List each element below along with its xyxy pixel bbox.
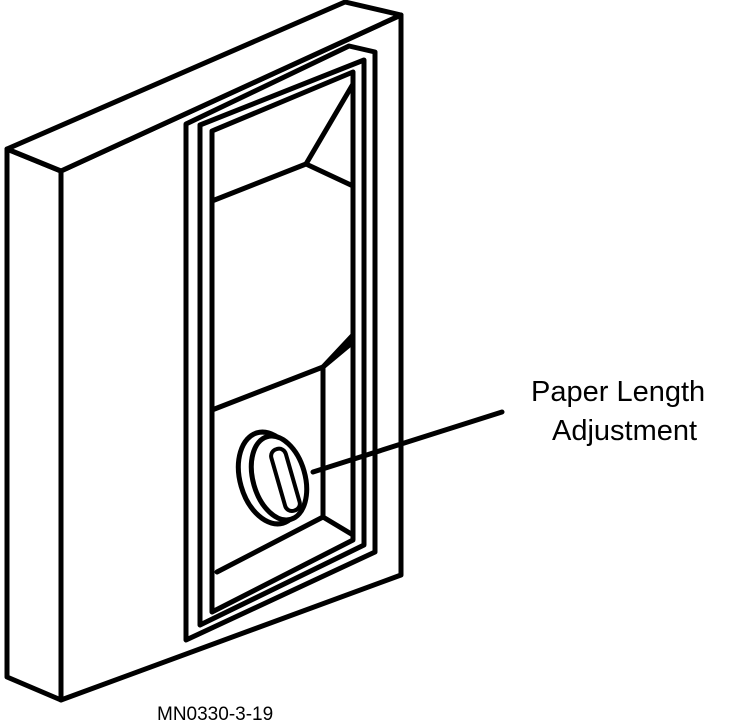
housing bbox=[4, 0, 404, 703]
adjustment-knob-icon bbox=[235, 429, 310, 527]
window-frame bbox=[183, 43, 378, 643]
callout-leader-line bbox=[310, 409, 505, 475]
frame-opening bbox=[209, 69, 356, 615]
upper-window bbox=[209, 81, 356, 204]
upper-window-bevel bbox=[303, 81, 356, 167]
callout-label-line-1: Paper Length bbox=[531, 376, 706, 408]
housing-top-edge bbox=[4, 0, 404, 174]
lower-window-bevel bbox=[320, 339, 356, 370]
frame-inner-rim bbox=[197, 57, 367, 628]
figure-identifier: MN0330-3-19 bbox=[157, 704, 274, 725]
housing-left-side bbox=[4, 146, 64, 703]
lower-window-floor bbox=[320, 514, 356, 538]
lower-window bbox=[209, 332, 356, 575]
knob-slot bbox=[269, 446, 302, 514]
callout-label-line-2: Adjustment bbox=[552, 415, 698, 447]
frame-outer-bevel bbox=[183, 43, 378, 643]
